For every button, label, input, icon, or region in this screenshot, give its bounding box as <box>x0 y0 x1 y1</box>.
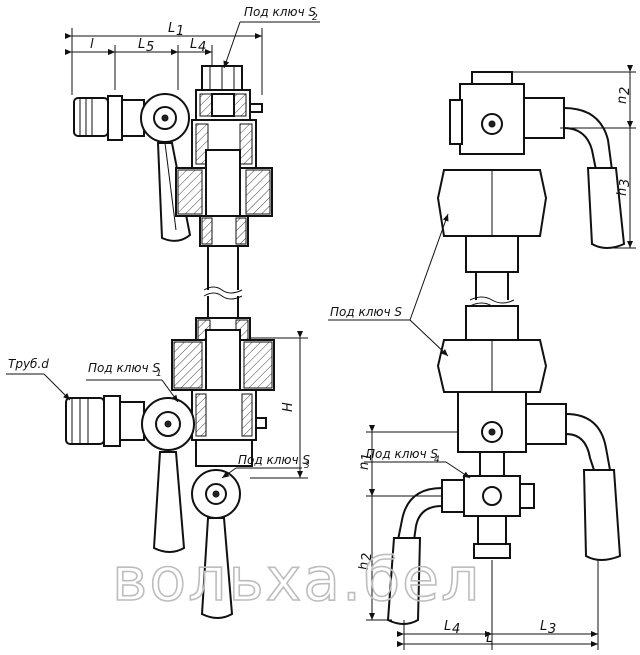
left-upper-assembly <box>65 28 273 294</box>
dim-l5: L <box>138 37 145 52</box>
dim-l4: L <box>190 37 197 52</box>
watermark-text: вольха.бел <box>112 545 481 615</box>
pipe-d-label: Труб.d <box>8 357 49 371</box>
dim-n2-sub: 2 <box>618 87 633 95</box>
dim-h3-sub: 3 <box>618 179 633 187</box>
dim-l3-sub: 3 <box>548 622 556 637</box>
wrench-s2-subscript: 2 <box>312 13 318 23</box>
wrench-s-label: Под ключ S <box>330 305 402 319</box>
dim-n1-sub: 1 <box>360 453 375 461</box>
dim-l3: L <box>540 619 547 634</box>
wrench-s4-label: Под ключ S <box>366 447 438 461</box>
dim-h2-sub: 2 <box>360 553 375 561</box>
wrench-s2-label: Под ключ S <box>244 5 316 19</box>
dim-l4-right-sub: 4 <box>452 622 460 637</box>
dim-small-l: l <box>90 37 94 52</box>
dim-n2: n <box>615 96 630 104</box>
left-lower-assembly <box>6 292 308 619</box>
wrench-s3-label: Под ключ S <box>238 453 310 467</box>
wrench-s1-subscript: 1 <box>156 369 162 379</box>
wrench-s3-subscript: 3 <box>304 461 310 471</box>
wrench-s1-label: Под ключ S <box>88 361 160 375</box>
dim-l1: L <box>168 21 175 36</box>
dim-l4-sub: 4 <box>198 40 206 55</box>
dim-h3: h <box>615 188 630 196</box>
dim-l5-sub: 5 <box>146 40 154 55</box>
dim-n1: n <box>357 462 372 470</box>
dim-l4-right: L <box>444 619 451 634</box>
dim-h: H <box>281 402 296 412</box>
dim-l-total: L <box>486 631 493 646</box>
wrench-s4-subscript: 4 <box>434 455 440 465</box>
right-assembly <box>328 65 636 650</box>
dim-h2: h <box>357 562 372 570</box>
dim-l1-sub: 1 <box>176 24 184 39</box>
